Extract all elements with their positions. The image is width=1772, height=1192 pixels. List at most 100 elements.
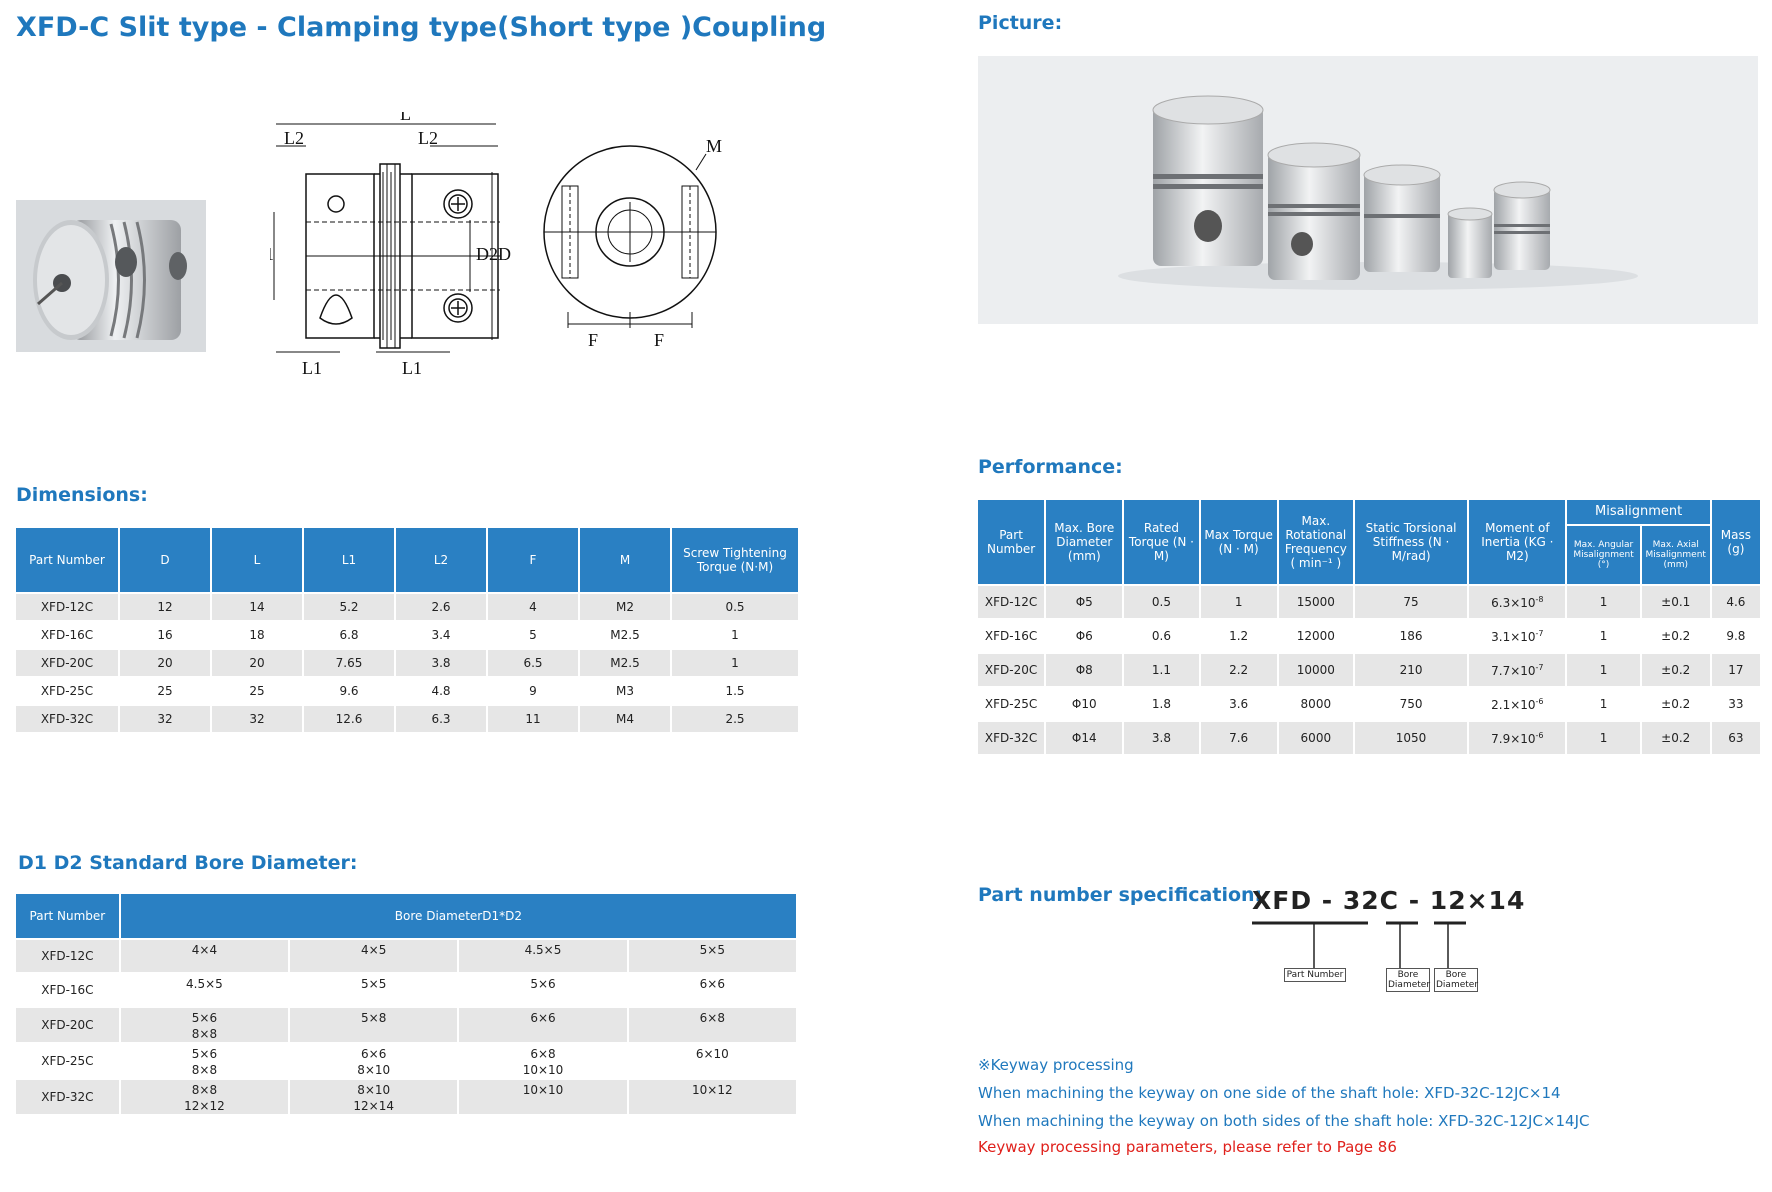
cell: 32 bbox=[120, 706, 210, 732]
cell: 1 bbox=[1200, 586, 1277, 618]
label-D1: D1 bbox=[270, 244, 274, 264]
cell: 12 bbox=[120, 594, 210, 620]
label-F-right: F bbox=[654, 330, 664, 350]
cell: 5.2 bbox=[304, 594, 394, 620]
table-row: XFD-16C Φ6 0.6 1.2 12000 186 3.1×10-7 1 … bbox=[978, 620, 1760, 652]
cell: ±0.2 bbox=[1641, 722, 1710, 754]
inertia-exponent: -6 bbox=[1535, 696, 1544, 706]
spec-box-part-number: Part Number bbox=[1284, 968, 1346, 982]
cell: 9.6 bbox=[304, 678, 394, 704]
cell: 2.1×10-6 bbox=[1469, 688, 1566, 720]
cell: 210 bbox=[1354, 654, 1468, 686]
spec-box-bore-1: Bore Diameter bbox=[1386, 968, 1431, 992]
cell: XFD-12C bbox=[16, 594, 118, 620]
table-row: XFD-32C Φ14 3.8 7.6 6000 1050 7.9×10-6 1… bbox=[978, 722, 1760, 754]
perf-header-inertia: Moment of Inertia (KG · M2) bbox=[1469, 500, 1566, 584]
keyway-note-one-side: When machining the keyway on one side of… bbox=[978, 1084, 1561, 1102]
cell: 3.8 bbox=[1124, 722, 1199, 754]
cell: 6.3 bbox=[396, 706, 486, 732]
cell: M4 bbox=[580, 706, 670, 732]
table-row: XFD-25C 25 25 9.6 4.8 9 M3 1.5 bbox=[16, 678, 798, 704]
table-row: XFD-20C Φ8 1.1 2.2 10000 210 7.7×10-7 1 … bbox=[978, 654, 1760, 686]
cell-line: 8×10 bbox=[357, 1063, 391, 1077]
perf-header-angular: Max. Angular Misalignment (°) bbox=[1567, 526, 1640, 584]
cell: 1.1 bbox=[1124, 654, 1199, 686]
cell: 8×10 12×14 bbox=[290, 1080, 458, 1114]
couplings-photo bbox=[978, 56, 1758, 324]
cell: 12.6 bbox=[304, 706, 394, 732]
cell: 2.5 bbox=[672, 706, 798, 732]
cell: 10×10 bbox=[459, 1080, 627, 1114]
performance-heading: Performance: bbox=[978, 456, 1123, 478]
dim-header-l: L bbox=[212, 528, 302, 592]
cell-line: 6×8 bbox=[699, 1011, 725, 1025]
cell: 6000 bbox=[1278, 722, 1353, 754]
cell: 3.1×10-7 bbox=[1469, 620, 1566, 652]
cell-line: 6×10 bbox=[695, 1047, 729, 1061]
inertia-base: 7.7×10 bbox=[1491, 663, 1536, 678]
cell: M2.5 bbox=[580, 622, 670, 648]
cell: 1 bbox=[672, 650, 798, 676]
cell: XFD-32C bbox=[16, 706, 118, 732]
cell: 6×10 bbox=[628, 1044, 796, 1078]
cell: 4.8 bbox=[396, 678, 486, 704]
cell-line: 12×14 bbox=[353, 1099, 394, 1113]
cell: XFD-20C bbox=[16, 650, 118, 676]
label-L1-right: L1 bbox=[402, 358, 422, 378]
cell: 9.8 bbox=[1711, 620, 1760, 652]
cell: 4.6 bbox=[1711, 586, 1760, 618]
cell: 1 bbox=[672, 622, 798, 648]
cell: XFD-25C bbox=[16, 678, 118, 704]
bore-header-part: Part Number bbox=[16, 894, 119, 938]
cell: 33 bbox=[1711, 688, 1760, 720]
perf-header-mass: Mass (g) bbox=[1711, 500, 1760, 584]
inertia-exponent: -7 bbox=[1535, 628, 1544, 638]
inertia-base: 7.9×10 bbox=[1491, 731, 1536, 746]
label-L2-left: L2 bbox=[284, 128, 304, 148]
cell: XFD-12C bbox=[16, 940, 119, 972]
cell: 6×6 bbox=[628, 974, 796, 1006]
cell-line: 8×10 bbox=[357, 1083, 391, 1097]
cell: 6×6 bbox=[459, 1008, 627, 1042]
cell-line: 5×5 bbox=[699, 943, 725, 957]
cell-line: 6×6 bbox=[530, 1011, 556, 1025]
page-title: XFD-C Slit type - Clamping type(Short ty… bbox=[16, 12, 827, 43]
cell: 10000 bbox=[1278, 654, 1353, 686]
cell: 15000 bbox=[1278, 586, 1353, 618]
cell: 25 bbox=[120, 678, 210, 704]
label-M: M bbox=[706, 136, 722, 156]
cell: Φ10 bbox=[1046, 688, 1123, 720]
cell-line: 8×8 bbox=[191, 1063, 218, 1077]
cell: 1 bbox=[1567, 586, 1640, 618]
cell: 10×12 bbox=[628, 1080, 796, 1114]
label-L1-left: L1 bbox=[302, 358, 322, 378]
label-F-left: F bbox=[588, 330, 598, 350]
cell: 750 bbox=[1354, 688, 1468, 720]
table-row: XFD-16C 16 18 6.8 3.4 5 M2.5 1 bbox=[16, 622, 798, 648]
table-row: XFD-25C Φ10 1.8 3.6 8000 750 2.1×10-6 1 … bbox=[978, 688, 1760, 720]
cell-line: 5×6 bbox=[530, 977, 556, 991]
cell: 1.2 bbox=[1200, 620, 1277, 652]
inertia-base: 6.3×10 bbox=[1491, 595, 1536, 610]
label-L: L bbox=[400, 112, 411, 124]
table-row: XFD-12C 4×4 4×5 4.5×5 5×5 bbox=[16, 940, 796, 972]
picture-heading: Picture: bbox=[978, 12, 1063, 34]
cell-line: 4.5×5 bbox=[524, 943, 562, 957]
cell: 25 bbox=[212, 678, 302, 704]
cell-line: 4.5×5 bbox=[186, 977, 223, 991]
cell: 7.9×10-6 bbox=[1469, 722, 1566, 754]
cell: 4.5×5 bbox=[120, 974, 289, 1006]
dim-header-l2: L2 bbox=[396, 528, 486, 592]
cell: 11 bbox=[488, 706, 578, 732]
cell: M2 bbox=[580, 594, 670, 620]
keyway-note-title: ※Keyway processing bbox=[978, 1056, 1134, 1074]
cell: 6.5 bbox=[488, 650, 578, 676]
cell: Φ14 bbox=[1046, 722, 1123, 754]
perf-header-misalignment: Misalignment bbox=[1567, 500, 1710, 524]
